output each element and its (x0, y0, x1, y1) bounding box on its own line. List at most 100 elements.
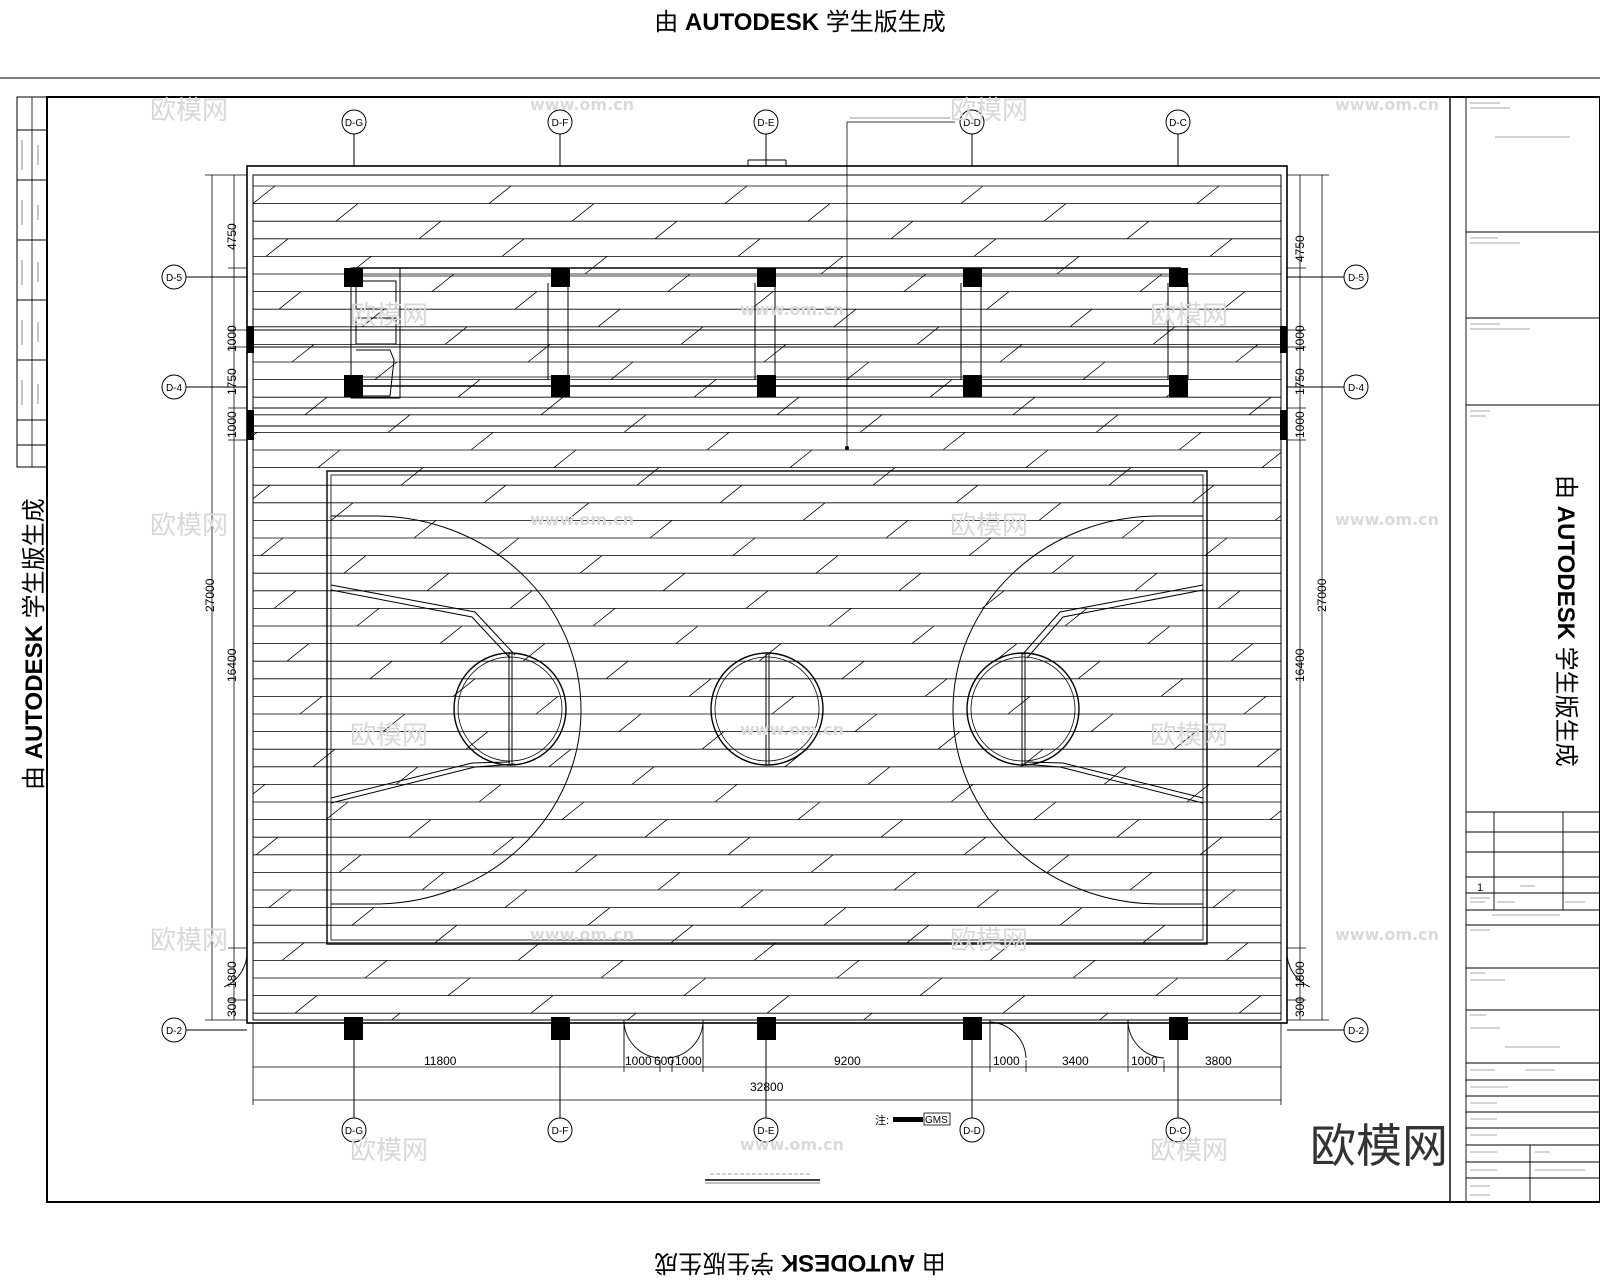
floor-strip-joint (771, 696, 795, 715)
legend: 注: GMS (875, 1112, 951, 1127)
floor-strip-joint (1033, 801, 1057, 820)
floor-strip-joint (963, 836, 987, 856)
dim-bottom-9200: 9200 (834, 1054, 861, 1068)
floor-strip-joint (1095, 414, 1119, 433)
floor-strip-joint (113, 256, 135, 274)
floor-strip-joint (294, 995, 318, 1014)
floor-strip-joint (548, 748, 572, 768)
floor-strip-joint (683, 977, 707, 996)
floor-strip-joint (1256, 748, 1280, 768)
sheet-frame (0, 77, 1600, 1203)
floor-strip-joint (859, 414, 883, 433)
floor-strip-joint (400, 467, 424, 486)
floor-strip-joint (841, 660, 865, 680)
dim-left-1000b: 1000 (225, 411, 239, 438)
floor-strip-joint (823, 907, 847, 926)
floor-strip-joint (103, 855, 125, 873)
floor-strip-joint (317, 449, 341, 468)
floor-strip-joint (56, 344, 78, 362)
floor-strip-joint (1059, 907, 1083, 926)
axis-right-2-bubble (1343, 1017, 1369, 1043)
floor-strip-joint (626, 1012, 637, 1020)
basketball-court (326, 470, 1208, 945)
floor-strip-joint (447, 977, 471, 996)
title-block (1449, 97, 1600, 1202)
floor-strip-joint (253, 484, 271, 500)
floor-strip-joint (693, 379, 717, 398)
legend-code: GMS (925, 1115, 948, 1126)
floor-strip-joint (1238, 995, 1262, 1014)
axis-left-0-bubble (161, 264, 187, 290)
axis-bottom-1-label: D-F (552, 1126, 569, 1137)
floor-strip-joint (553, 449, 577, 468)
floor-strip-joint (960, 185, 984, 204)
floor-strip-joint (431, 273, 455, 292)
floor-strip-joint (719, 484, 743, 504)
floor-strip-joint (1051, 555, 1075, 574)
floor-strip-joint (343, 555, 367, 574)
axis-bottom-2-label: D-E (757, 1126, 775, 1137)
floor-strip-joint (571, 203, 595, 222)
floor-strip-joint (509, 590, 533, 609)
floor-strip-joint (204, 626, 226, 644)
floor-strip-joint (17, 186, 39, 204)
floor-strip-joint (69, 397, 91, 415)
floor-strip-joint (165, 468, 187, 486)
floor-strip-joint (867, 766, 891, 785)
axis-right-1-bubble (1343, 374, 1369, 400)
floor-strip-joint (657, 872, 681, 891)
floor-strip-joint (732, 537, 756, 556)
floor-strip-joint (898, 572, 922, 592)
axis-left-2-bubble (161, 1017, 187, 1043)
floor-strip-joint (129, 960, 151, 978)
floor-strip-joint (1072, 960, 1096, 979)
floor-strip-joint (535, 696, 559, 715)
floor-strip-joint (950, 784, 974, 803)
floor-strip-joint (688, 678, 712, 697)
floor-strip-joint (737, 238, 761, 257)
dim-left-4750: 4750 (225, 223, 239, 250)
floor-strip-joint (38, 591, 60, 609)
floor-strip-joint (587, 907, 611, 926)
floor-strip-joint (605, 660, 629, 680)
floor-strip-joint (514, 291, 538, 310)
drawing-caption (705, 1173, 820, 1184)
floor-strip-joint (351, 907, 375, 926)
floor-strip-joint (186, 872, 208, 890)
floor-strip-joint (540, 396, 564, 416)
floor-strip-joint (1090, 713, 1114, 732)
floor-strip-joint (1046, 854, 1070, 873)
floor-strip-joint (457, 379, 481, 398)
floor-strip-joint (766, 995, 790, 1014)
floor-strip-joint (77, 749, 99, 767)
floor-strip-joint (1196, 185, 1220, 204)
floor-strip-joint (937, 731, 961, 750)
floor-strip-joint (273, 590, 297, 609)
floor-strip-joint (108, 556, 130, 574)
floor-strip-joint (488, 185, 512, 204)
floor-strip-joint (727, 836, 751, 856)
floor-strip-joint (421, 872, 445, 891)
axis-left-1-label: D-4 (166, 383, 183, 394)
floor-strip-joint (680, 326, 704, 345)
floor-strip-joint (278, 291, 302, 310)
axis-right-0-label: D-5 (1348, 273, 1365, 284)
floor-strip-joint (260, 537, 284, 556)
floor-hatch (17, 185, 1281, 1020)
axis-top-1-bubble (547, 109, 573, 135)
floor-strip-joint (1152, 326, 1176, 345)
floor-strip-joint (335, 203, 359, 222)
floor-strip-joint (820, 256, 844, 275)
floor-strip-joint (618, 713, 642, 732)
axis-top-2-bubble (753, 109, 779, 135)
floor-strip-joint (268, 889, 292, 908)
floor-strip-joint (724, 185, 748, 204)
floor-strip-joint (1269, 810, 1281, 820)
dim-right-300: 300 (1293, 997, 1307, 1017)
floor-strip-joint (1230, 643, 1254, 662)
floor-strip-joint (338, 854, 362, 873)
floor-strip-joint (160, 767, 182, 785)
dim-bottom-1000b: 1000 (675, 1054, 702, 1068)
